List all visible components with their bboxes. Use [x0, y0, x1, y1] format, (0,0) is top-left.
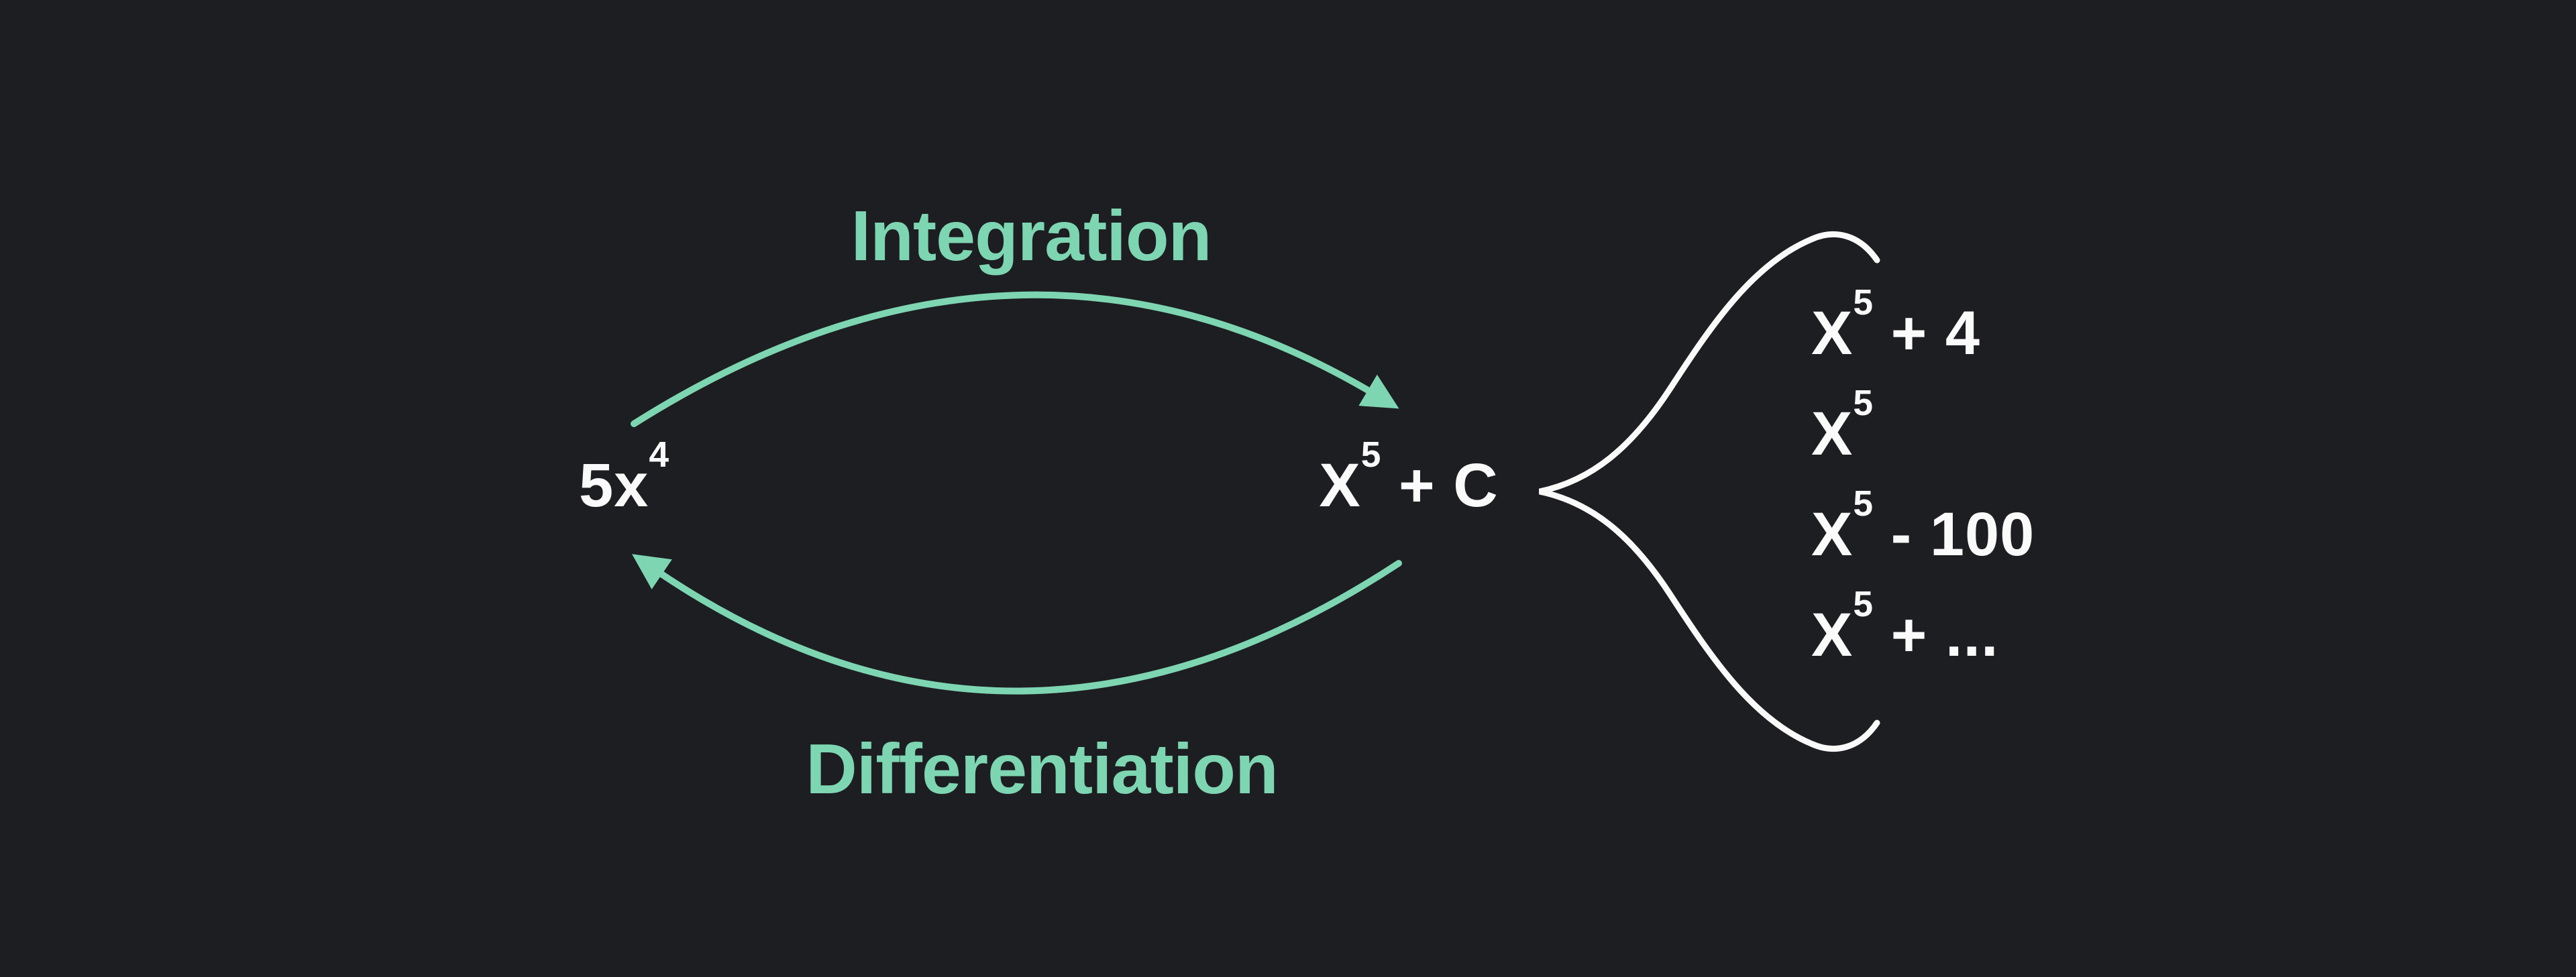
integration-arrow-icon [631, 291, 1399, 427]
antiderivative-expression: X5 + C [1319, 435, 1499, 520]
differentiation-arrow-icon [632, 554, 1402, 695]
antiderivative-base: X [1319, 451, 1361, 520]
brace-icon [1539, 231, 1880, 752]
derivative-exponent: 4 [649, 435, 669, 475]
antiderivative-example-3: X5 - 100 [1811, 483, 2035, 569]
derivative-expression: 5x4 [579, 437, 669, 516]
integration-label: Integration [851, 196, 1212, 276]
antiderivative-example-2: X5 [1811, 383, 1874, 468]
antiderivative-exponent: 5 [1360, 435, 1381, 475]
antiderivative-example-4: X5 + ... [1811, 584, 1999, 669]
antiderivative-example-1: X5 + 4 [1811, 282, 1981, 367]
derivative-base: 5x [578, 451, 649, 520]
differentiation-label: Differentiation [806, 730, 1278, 809]
